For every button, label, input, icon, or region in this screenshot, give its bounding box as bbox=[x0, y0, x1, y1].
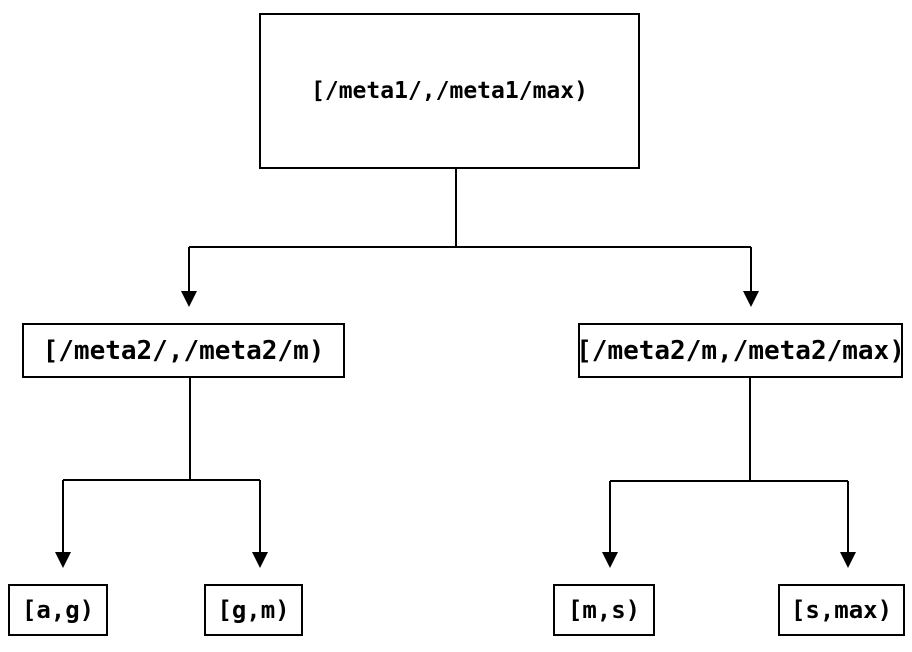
node-right-child-interval: [/meta2/m,/meta2/max) bbox=[576, 323, 905, 378]
arrowhead-left-child-icon bbox=[181, 291, 197, 307]
node-leaf-ms: [m,s) bbox=[553, 584, 655, 636]
node-leaf-ag: [a,g) bbox=[8, 584, 108, 636]
node-root-interval: [/meta1/,/meta1/max) bbox=[259, 13, 640, 169]
arrowhead-leaf-ag-icon bbox=[55, 552, 71, 568]
arrowhead-right-child-icon bbox=[743, 291, 759, 307]
edge-group-root bbox=[181, 169, 759, 307]
arrowhead-leaf-gm-icon bbox=[252, 552, 268, 568]
node-left-child-interval: [/meta2/,/meta2/m) bbox=[22, 323, 345, 378]
node-leaf-smax: [s,max) bbox=[778, 584, 905, 636]
arrowhead-leaf-ms-icon bbox=[602, 552, 618, 568]
node-leaf-gm: [g,m) bbox=[204, 584, 303, 636]
edge-group-left-child bbox=[55, 378, 268, 568]
arrowhead-leaf-smax-icon bbox=[840, 552, 856, 568]
edge-group-right-child bbox=[602, 378, 856, 568]
